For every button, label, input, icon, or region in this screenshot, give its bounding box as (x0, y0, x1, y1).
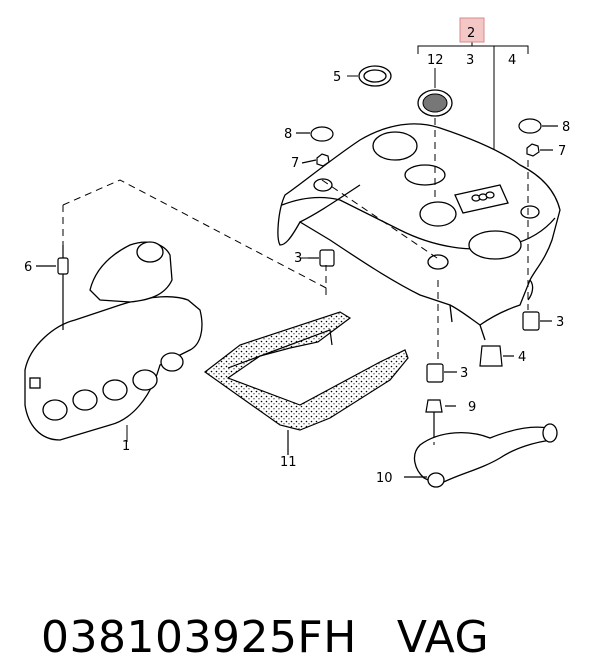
callout-5: 5 (333, 70, 341, 85)
callout-8-left: 8 (284, 127, 292, 142)
callout-7-left: 7 (291, 156, 299, 171)
callout-2: 2 (467, 26, 475, 41)
callout-3-right: 3 (556, 315, 564, 330)
caption: 038103925FH VAG (12, 548, 489, 668)
callout-12: 12 (427, 53, 444, 68)
exploded-parts-diagram: 1 2 3 4 12 5 8 8 7 7 6 3 3 4 3 9 10 11 (24, 17, 570, 488)
exhaust-manifold-part-1 (24, 241, 203, 442)
callout-4-right: 4 (518, 350, 526, 365)
emblem-part-12 (417, 68, 453, 117)
mounts-part-3 (308, 249, 552, 383)
callout-8-right: 8 (562, 120, 570, 135)
caps-part-8 (296, 118, 558, 142)
reference-lines (62, 118, 529, 445)
hose-part-10 (404, 423, 558, 488)
callout-3-left: 3 (294, 251, 302, 266)
callout-3-bottom: 3 (460, 366, 468, 381)
callout-9: 9 (468, 400, 476, 415)
callouts: 1 2 3 4 12 5 8 8 7 7 6 3 3 4 3 9 10 11 (24, 26, 570, 486)
engine-cover (277, 123, 561, 341)
mounts-part-4 (479, 345, 514, 367)
callout-4-top: 4 (508, 53, 516, 68)
callout-11: 11 (280, 455, 297, 470)
brand-name: VAG (396, 612, 490, 663)
bolt-part-9 (425, 399, 456, 440)
part-number: 038103925FH (40, 612, 357, 663)
callout-7-right: 7 (558, 144, 566, 159)
callout-3-top: 3 (466, 53, 474, 68)
insulation-part-11 (203, 311, 409, 455)
callout-1: 1 (122, 439, 130, 454)
callout-6: 6 (24, 260, 32, 275)
seal-ring-part-5 (347, 65, 392, 87)
nuts-part-7 (301, 143, 553, 167)
callout-10: 10 (376, 471, 393, 486)
highlight-box (459, 17, 485, 43)
stud-part-6 (36, 245, 69, 330)
